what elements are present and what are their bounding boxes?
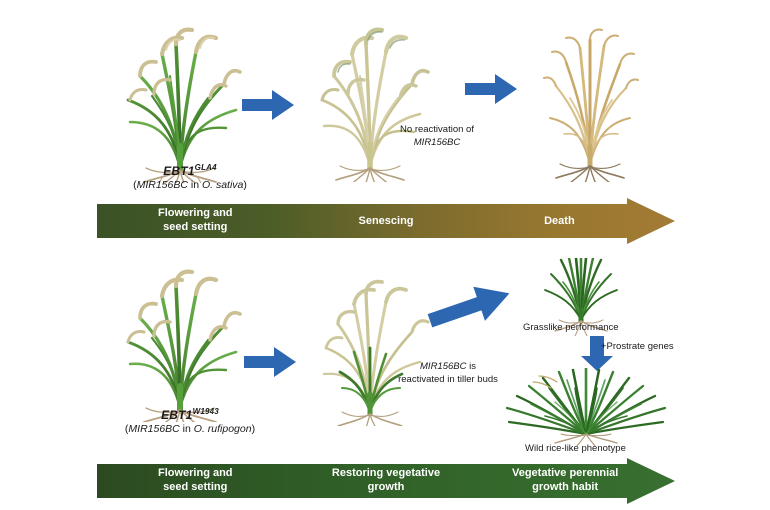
stage-line-1: Flowering and (157, 467, 233, 479)
in-word: in (179, 423, 194, 435)
paren-close: ) (251, 423, 256, 435)
label-grasslike-performance: Grasslike performance (523, 322, 619, 333)
note-line-2: MIR156BC (413, 136, 461, 148)
in-word: in (187, 179, 202, 191)
rice-plant-green-flowering (110, 18, 250, 183)
paren-open: ( (124, 423, 129, 435)
grasslike-tuft (527, 258, 635, 336)
species-italic: O. rufipogon (193, 423, 252, 435)
timeline-senescence: Flowering and seed setting Senescing Dea… (97, 198, 675, 244)
stage-line-2: seed setting (163, 221, 228, 234)
stage-line-1: Restoring vegetative (331, 467, 441, 479)
gene-name: EBT1 (161, 408, 193, 422)
timeline-stage-label: Restoring vegetative growth (332, 466, 440, 495)
paren-open: ( (133, 179, 137, 191)
paren-close: ) (243, 179, 247, 191)
label-wild-phenotype: Wild rice-like phenotype (525, 443, 626, 454)
timeline-stage-label: Flowering and seed setting (158, 206, 233, 235)
stage-line-2: seed setting (163, 481, 228, 494)
note-line-1-italic: MIR156BC (420, 361, 467, 372)
rice-plant-dead (530, 22, 650, 182)
timeline-stage-label: Death (544, 214, 575, 228)
species-italic: O. sativa (201, 179, 244, 191)
wild-text: Wild rice-like phenotype (525, 443, 626, 454)
wild-rice-spreading-mound (487, 368, 685, 446)
caption-osativa: EBT1GLA4 (MIR156BC in O. sativa) (70, 163, 310, 192)
gene-italic: MIR156BC (136, 179, 188, 191)
rice-plant-senescing (308, 20, 433, 182)
flow-arrow-2 (463, 72, 519, 111)
gene-italic: MIR156BC (128, 423, 180, 435)
flow-arrow-1 (240, 88, 296, 127)
rice-plant-green-flowering (112, 262, 250, 422)
stage-line-1: Flowering and (157, 207, 233, 219)
flow-arrow-3 (242, 345, 298, 384)
timeline-stage-label: Vegetative perennial growth habit (512, 466, 618, 495)
label-prostrate-genes: +Prostrate genes (601, 341, 674, 352)
note-line-1: No reactivation of (400, 124, 474, 135)
note-line-1-rest: is (466, 361, 476, 372)
timeline-perenniality: Flowering and seed setting Restoring veg… (97, 458, 675, 504)
allele-name: W1943 (192, 407, 219, 416)
gene-name: EBT1 (163, 164, 195, 178)
allele-name: GLA4 (194, 163, 217, 172)
stage-line-2: growth habit (532, 481, 599, 494)
timeline-stage-label: Flowering and seed setting (158, 466, 233, 495)
timeline-stage-label: Senescing (358, 214, 413, 228)
caption-orufipogon: EBT1W1943 (MIR156BC in O. rufipogon) (65, 407, 315, 436)
stage-line-2: growth (367, 481, 405, 494)
note-reactivated: MIR156BC is reactivated in tiller buds (378, 361, 518, 387)
stage-line-1: Senescing (358, 215, 414, 227)
grasslike-text: Grasslike performance (523, 322, 619, 333)
flow-arrow-5 (580, 334, 614, 377)
stage-line-1: Vegetative perennial (511, 467, 619, 479)
rice-plant-reactivated-tillers (310, 276, 432, 426)
note-no-reactivation: No reactivation of MIR156BC (382, 124, 492, 150)
prostrate-text: +Prostrate genes (601, 341, 674, 352)
note-line-2: reactivated in tiller buds (398, 373, 498, 385)
flow-arrow-4 (424, 276, 516, 335)
stage-line-1: Death (544, 215, 575, 227)
